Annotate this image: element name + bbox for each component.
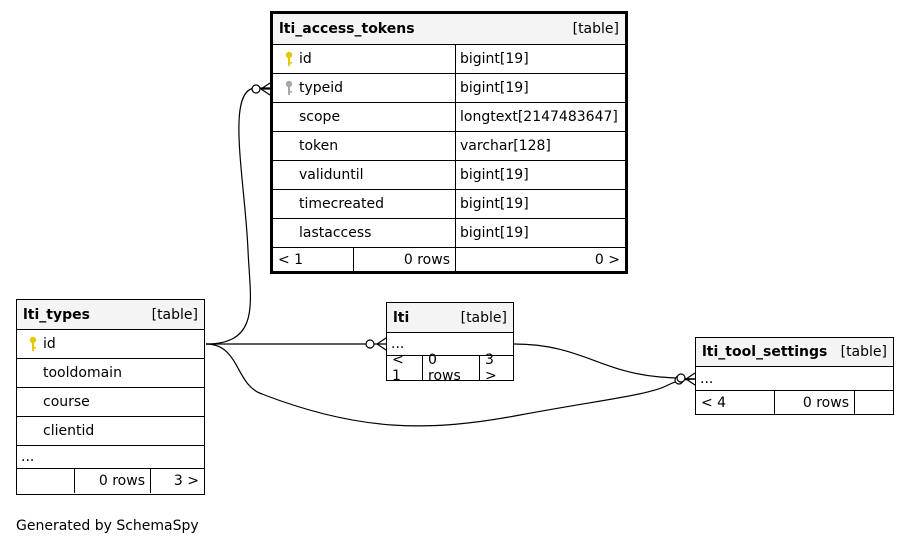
column-row[interactable]: id — [17, 330, 204, 359]
table-lti-types[interactable]: lti_types [table] id tooldomain course c… — [16, 299, 205, 495]
table-header: lti_types [table] — [17, 300, 204, 330]
parents-count[interactable] — [17, 469, 74, 493]
column-name: tooldomain — [43, 365, 122, 381]
optional-marker — [676, 373, 686, 383]
row-count: 0 rows — [353, 248, 455, 271]
column-row[interactable]: tooldomain — [17, 359, 204, 388]
table-lti-tool-settings[interactable]: lti_tool_settings [table] ... < 4 0 rows — [695, 337, 894, 415]
children-count[interactable] — [854, 391, 893, 414]
more-ellipsis: ... — [700, 370, 714, 387]
column-row[interactable]: lastaccess bigint[19] — [273, 219, 625, 248]
more-columns[interactable]: ... — [696, 367, 893, 391]
column-type: bigint[19] — [455, 45, 625, 73]
column-name: course — [43, 394, 90, 410]
column-name: scope — [299, 109, 341, 125]
crowsfoot-marker — [375, 337, 387, 351]
column-type: varchar[128] — [455, 132, 625, 160]
table-kind: [table] — [151, 306, 198, 323]
table-footer: < 1 0 rows 3 > — [387, 352, 513, 384]
column-row[interactable]: token varchar[128] — [273, 132, 625, 161]
crowsfoot-marker — [259, 82, 271, 96]
table-name: lti_tool_settings — [702, 344, 828, 360]
column-row[interactable]: id bigint[19] — [273, 45, 625, 74]
children-count[interactable]: 3 > — [479, 352, 513, 384]
column-name: id — [43, 336, 56, 352]
more-columns[interactable]: ... — [387, 333, 513, 356]
table-header: lti_tool_settings [table] — [696, 338, 893, 367]
table-kind: [table] — [460, 309, 507, 326]
column-type: bigint[19] — [455, 190, 625, 218]
column-name: validuntil — [299, 167, 364, 183]
column-row[interactable]: clientid — [17, 417, 204, 446]
parents-count[interactable]: < 1 — [392, 352, 404, 384]
table-header: lti_access_tokens [table] — [273, 14, 625, 45]
more-ellipsis: ... — [21, 449, 35, 465]
relationship-types-to-tool-settings — [205, 343, 696, 427]
column-row[interactable]: validuntil bigint[19] — [273, 161, 625, 190]
children-count[interactable]: 0 > — [455, 248, 625, 271]
more-ellipsis: ... — [391, 336, 405, 352]
table-name: lti — [393, 309, 410, 326]
row-count: 0 rows — [422, 352, 479, 384]
table-footer: < 1 0 rows 0 > — [273, 248, 625, 271]
column-name: timecreated — [299, 196, 384, 212]
foreign-key-icon — [279, 80, 299, 96]
parents-count[interactable]: < 1 — [278, 251, 304, 268]
table-kind: [table] — [572, 21, 619, 37]
column-row[interactable]: timecreated bigint[19] — [273, 190, 625, 219]
column-name: lastaccess — [299, 225, 372, 241]
optional-marker — [251, 84, 261, 94]
optional-marker — [365, 339, 375, 349]
table-lti-access-tokens[interactable]: lti_access_tokens [table] id bigint[19] … — [270, 11, 628, 274]
parents-count[interactable]: < 4 — [701, 394, 727, 411]
primary-key-icon — [23, 336, 43, 352]
column-name: clientid — [43, 423, 95, 439]
column-type: longtext[2147483647] — [455, 103, 625, 131]
column-name: typeid — [299, 80, 344, 96]
column-row[interactable]: scope longtext[2147483647] — [273, 103, 625, 132]
relationship-types-to-access-tokens — [205, 87, 270, 345]
table-name: lti_access_tokens — [279, 21, 415, 37]
column-name: token — [299, 138, 339, 154]
table-lti[interactable]: lti [table] ... < 1 0 rows 3 > — [386, 302, 514, 384]
more-columns[interactable]: ... — [17, 446, 204, 469]
crowsfoot-marker — [684, 372, 696, 386]
column-type: bigint[19] — [455, 74, 625, 102]
column-row[interactable]: course — [17, 388, 204, 417]
generated-by-caption: Generated by SchemaSpy — [16, 518, 199, 534]
table-footer: < 4 0 rows — [696, 391, 893, 414]
table-header: lti [table] — [387, 303, 513, 333]
column-type: bigint[19] — [455, 219, 625, 247]
column-name: id — [299, 51, 312, 67]
children-count[interactable]: 3 > — [150, 469, 204, 493]
row-count: 0 rows — [74, 469, 150, 493]
column-type: bigint[19] — [455, 161, 625, 189]
table-name: lti_types — [23, 306, 90, 323]
column-row[interactable]: typeid bigint[19] — [273, 74, 625, 103]
relationship-lti-to-tool-settings — [513, 343, 696, 380]
primary-key-icon — [279, 51, 299, 67]
table-kind: [table] — [840, 344, 887, 360]
table-footer: 0 rows 3 > — [17, 469, 204, 493]
row-count: 0 rows — [774, 391, 854, 414]
